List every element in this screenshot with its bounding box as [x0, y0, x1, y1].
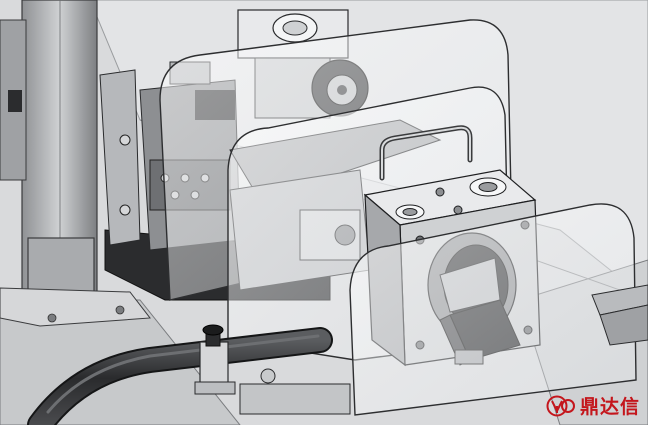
brand-watermark-text: 鼎达信 [579, 396, 640, 418]
right-guide-rail [591, 284, 648, 346]
cover-handle [379, 125, 473, 181]
brand-logo-icon [546, 395, 575, 416]
brand-watermark: 鼎达信 [546, 392, 640, 419]
front-glass-cover [349, 203, 637, 416]
vertical-column [0, 0, 151, 327]
hose-clamp [194, 324, 351, 415]
air-hose [27, 327, 333, 425]
